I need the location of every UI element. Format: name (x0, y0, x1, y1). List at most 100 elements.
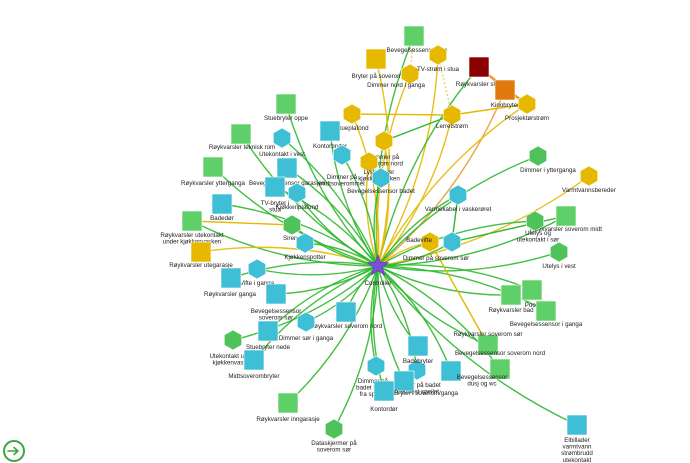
node-badedor[interactable]: Badedør (210, 193, 234, 222)
hexagon-shape (420, 231, 440, 253)
square-shape (265, 283, 287, 305)
node-kjokkenspotter[interactable]: Kjøkkenspotter (284, 232, 326, 261)
square-shape (535, 300, 557, 322)
square-shape (555, 205, 577, 227)
node-label: Kjøkkenspotter (284, 254, 325, 261)
square-shape (365, 48, 387, 70)
node-sirene[interactable]: Sirene (282, 214, 301, 242)
node-roek_inngarasje[interactable]: Røykvarsler inngarasje (256, 392, 320, 423)
edge-prosjektor (377, 103, 528, 267)
edge-roek_sov_sor (377, 265, 489, 346)
node-bryter_sov_nord[interactable]: Bryter på soverom nord (352, 48, 417, 80)
node-bev_ganga[interactable]: Bevegelsessensor i ganga (510, 300, 583, 328)
hexagon-shape (366, 355, 386, 377)
node-roek_ganga[interactable]: Røykvarsler ganga (204, 267, 257, 298)
node-roek_utegarasje[interactable]: Røykvarsler utegarasje (169, 241, 233, 269)
square-shape (500, 284, 522, 306)
node-roek_bad[interactable]: Røykvarsler bad (488, 284, 534, 314)
star-icon (366, 254, 390, 276)
edge-bryter_sov_nord (375, 58, 391, 267)
edge-poop (377, 264, 533, 291)
node-bev_garasjen[interactable]: Bevegelsessensor garasjen (249, 157, 326, 187)
edge-stueplafond (351, 113, 380, 267)
node-badebryter[interactable]: Badebryter (403, 335, 433, 365)
node-badevifte[interactable]: Badevifte (406, 231, 440, 253)
node-roek_sov_nord[interactable]: Røykvarsler soverom nord (310, 301, 383, 330)
node-kinobryter[interactable]: Kinobryter (491, 79, 519, 109)
node-vifte_ganga[interactable]: Vifte i ganga (240, 258, 275, 287)
node-poop[interactable]: Poop (521, 279, 543, 309)
square-shape (230, 123, 252, 145)
node-dimmer_nord_ganga[interactable]: Dimmer nord i ganga (367, 63, 425, 89)
edge-kontordor (372, 265, 385, 392)
node-midtsov_bryter[interactable]: Midtsoverombryter (228, 349, 280, 380)
node-prosjektor[interactable]: Prosjektørstrøm (505, 93, 549, 122)
edge-utelys_vest (377, 251, 560, 272)
node-label: Dimmer nord i ganga (367, 82, 425, 89)
edge-lyslist (365, 161, 379, 267)
node-label: TV-strøm i stua (417, 66, 459, 73)
hexagon-shape (224, 329, 242, 351)
node-kontorbryter[interactable]: Kontorbryter (313, 120, 347, 150)
node-stueplafond[interactable]: Stueplafond (335, 103, 369, 132)
node-dimmer_ytterganga[interactable]: Dimmer i ytterganga (520, 145, 576, 174)
square-shape (211, 193, 233, 215)
node-label: Røykvarsler soverom nord (310, 323, 383, 330)
node-bev_badet[interactable]: Bevegelsessensor badet (347, 167, 415, 195)
hexagon-shape (400, 63, 420, 85)
node-dimmer_sov_sor[interactable]: Dimmer på soverom sør (403, 231, 469, 262)
hexagon-shape (296, 311, 316, 333)
edge-varmekabel (377, 194, 459, 267)
node-label: Kontorbryter (313, 143, 347, 150)
node-lerretstrom[interactable]: Lerretstrøm (436, 104, 468, 130)
hexagon-shape (248, 258, 267, 280)
node-tv_strom[interactable]: TV-strøm i stua (417, 44, 460, 73)
node-label: Bevegelsessensor garasjen (249, 180, 326, 187)
hexagon-shape (517, 93, 537, 115)
node-roek_ytterganga[interactable]: Røykvarsler ytterganga (181, 156, 246, 187)
node-label: Røykvarsler ganga (204, 291, 256, 298)
node-bev_ute[interactable]: Bevegelsessensor ute (387, 25, 448, 54)
edge-roek_ganga (230, 261, 379, 279)
node-roek_sov_sor[interactable]: Røykvarsler soverom sør (453, 331, 523, 356)
node-utekontakt_vest[interactable]: Utekontakt i vest (259, 127, 305, 158)
square-shape (477, 334, 499, 356)
node-roek_stua[interactable]: Røykvarsler stua (456, 56, 503, 88)
node-varmtvann[interactable]: Varmtvannsbereder (562, 165, 616, 194)
node-dimmer_sor_ganga[interactable]: Dimmer sør i ganga (279, 311, 334, 342)
node-utelys_vest[interactable]: Utelys i vest (542, 241, 576, 270)
node-label: Badedør (210, 215, 234, 222)
node-roek_teknisk[interactable]: Røykvarsler teknisk rom (209, 123, 275, 151)
node-varmekabel[interactable]: Varmekabel i vaskerøret (425, 184, 492, 213)
node-kontordor[interactable]: Kontordør (370, 380, 398, 413)
node-label: Bryter på soverom nord (352, 73, 417, 80)
node-label: Midtsoverombryter (228, 373, 279, 380)
node-label: Badevifte (406, 237, 432, 244)
node-stuebryter_nede[interactable]: Stuebryter nede (246, 320, 291, 351)
node-kjokkenplafond[interactable]: Kjøkkenplafond (276, 182, 319, 211)
hub-controller[interactable]: Controller (365, 254, 392, 287)
square-shape (257, 320, 279, 342)
hexagon-shape (324, 418, 344, 440)
next-arrow-button[interactable] (3, 440, 25, 462)
hexagon-shape (549, 241, 569, 263)
node-bev_sov_nord[interactable]: Bevegelsessensor soverom nord (455, 350, 546, 380)
node-stuebryter_oppe[interactable]: Stuebryter oppe (264, 93, 309, 122)
node-roek_sov_midt[interactable]: Røykvarsler soverom midt (530, 205, 602, 233)
